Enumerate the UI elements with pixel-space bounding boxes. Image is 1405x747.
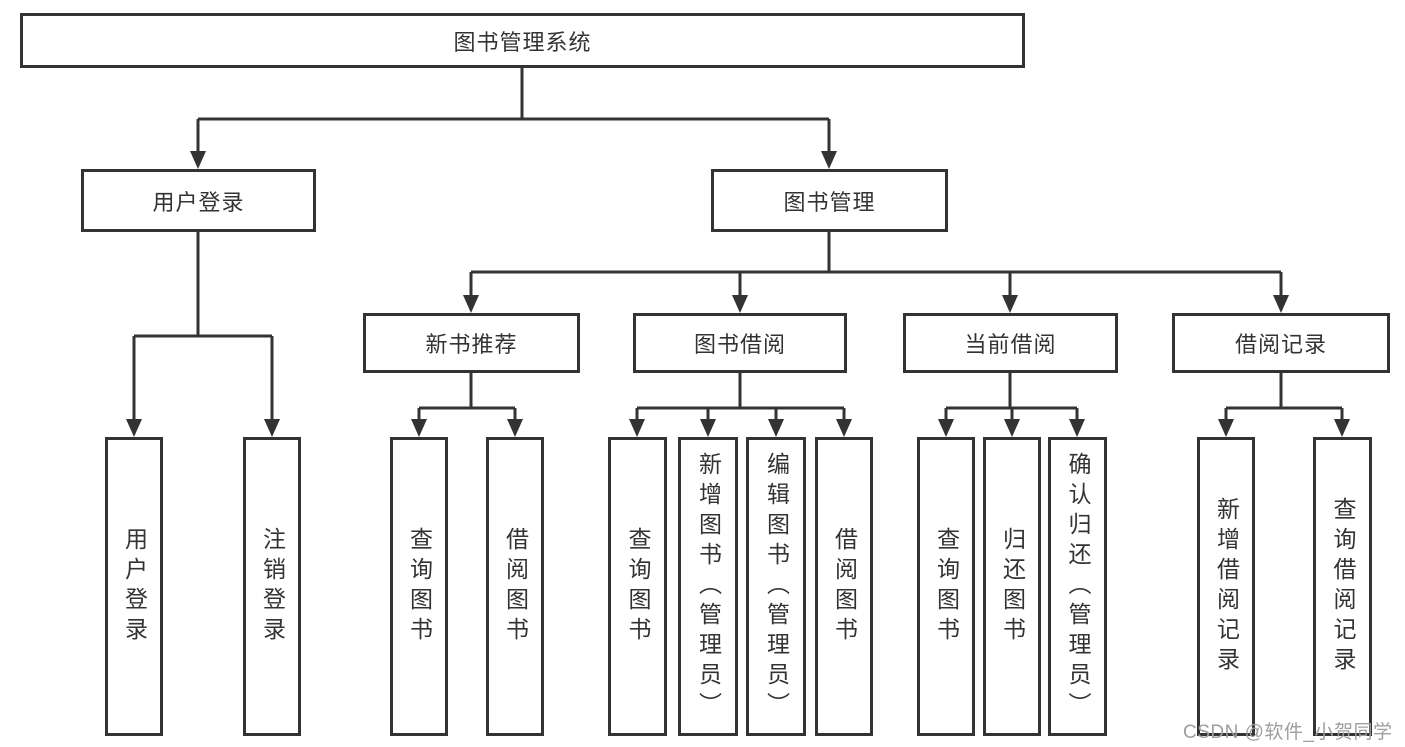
node-book-management-label: 图书管理	[783, 189, 876, 215]
node-book-borrow-label: 图书借阅	[693, 332, 786, 357]
node-new-book-recommend: 新书推荐	[363, 313, 580, 373]
node-borrow-records-label: 借阅记录	[1234, 332, 1327, 357]
leaf-nbr-borrow-books-label: 借阅图书	[502, 526, 529, 647]
leaf-br-add-record: 新增借阅记录	[1197, 437, 1255, 736]
leaf-nbr-query-books: 查询图书	[390, 437, 448, 736]
node-new-book-recommend-label: 新书推荐	[425, 332, 518, 357]
leaf-cb-query-books: 查询图书	[917, 437, 975, 736]
leaf-bb-add-books-admin: 新增图书（管理员）	[678, 437, 738, 736]
leaf-bb-edit-books-admin: 编辑图书（管理员）	[746, 437, 806, 736]
node-book-borrow: 图书借阅	[633, 313, 847, 373]
leaf-logout-label: 注销登录	[259, 526, 286, 647]
leaf-nbr-query-books-label: 查询图书	[406, 526, 433, 647]
leaf-user-login: 用户登录	[105, 437, 163, 736]
leaf-cb-confirm-return-admin: 确认归还（管理员）	[1048, 437, 1107, 736]
leaf-bb-query-books-label: 查询图书	[625, 526, 651, 647]
csdn-watermark: CSDN @软件_小贺同学	[1183, 722, 1393, 743]
node-book-management: 图书管理	[711, 169, 948, 232]
leaf-cb-confirm-return-admin-label: 确认归还（管理员）	[1065, 451, 1091, 722]
leaf-cb-return-books-label: 归还图书	[999, 526, 1026, 647]
leaf-br-add-record-label: 新增借阅记录	[1213, 496, 1240, 677]
node-user-login-label: 用户登录	[152, 189, 245, 215]
leaf-cb-return-books: 归还图书	[983, 437, 1041, 736]
leaf-bb-add-books-admin-label: 新增图书（管理员）	[695, 451, 722, 722]
leaf-bb-borrow-books: 借阅图书	[815, 437, 873, 736]
leaf-bb-query-books: 查询图书	[608, 437, 667, 736]
leaf-logout: 注销登录	[243, 437, 301, 736]
leaf-cb-query-books-label: 查询图书	[933, 526, 960, 647]
node-current-borrow-label: 当前借阅	[964, 332, 1057, 357]
node-borrow-records: 借阅记录	[1172, 313, 1390, 373]
node-root-system-label: 图书管理系统	[453, 29, 592, 55]
node-current-borrow: 当前借阅	[903, 313, 1118, 373]
leaf-bb-edit-books-admin-label: 编辑图书（管理员）	[763, 451, 790, 722]
node-root-system: 图书管理系统	[20, 13, 1025, 68]
leaf-br-query-record-label: 查询借阅记录	[1330, 496, 1356, 677]
leaf-br-query-record: 查询借阅记录	[1313, 437, 1372, 736]
leaf-bb-borrow-books-label: 借阅图书	[831, 526, 858, 647]
leaf-nbr-borrow-books: 借阅图书	[486, 437, 544, 736]
node-user-login: 用户登录	[81, 169, 316, 232]
leaf-user-login-label: 用户登录	[121, 526, 148, 647]
